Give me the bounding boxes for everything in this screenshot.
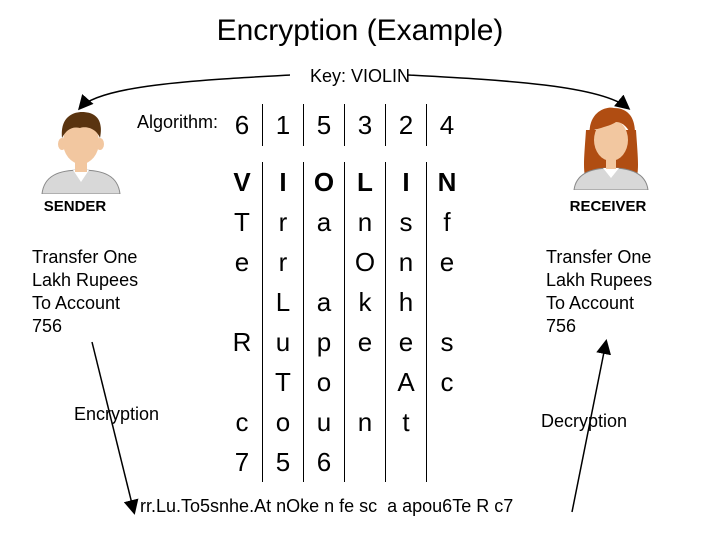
encryption-label: Encryption [74,404,160,424]
grid-cell: o [262,402,304,442]
grid-cell: s [426,322,467,362]
grid-cell: O [344,242,386,282]
decryption-arrow [571,339,612,513]
key-row: V I O L I N [222,162,467,202]
grid-cell: t [385,402,427,442]
grid-cell: T [222,202,263,242]
grid-cell: a [303,202,345,242]
sender-avatar [41,112,121,194]
grid-cell [303,242,345,282]
grid-cell: 5 [262,442,304,482]
grid-row: R u p e e s [222,322,467,362]
grid-row: L a k h [222,282,467,322]
receiver-label: RECEIVER [569,198,647,215]
grid-cell: O [303,162,345,202]
grid-cell: e [385,322,427,362]
grid-row: e r O n e [222,242,467,282]
column-order-row: 6 1 5 3 2 4 [222,104,467,146]
grid-row: T o A c [222,362,467,402]
grid-cell: 7 [222,442,263,482]
grid-cell: V [222,162,263,202]
algorithm-label: Algorithm: [136,112,218,132]
grid-cell [385,442,427,482]
encryption-arrow [91,341,139,515]
grid-cell: u [262,322,304,362]
grid-cell: I [262,162,304,202]
grid-row: c o u n t [222,402,467,442]
order-cell: 1 [262,104,304,146]
grid-cell [426,282,467,322]
grid-cell [344,442,386,482]
order-cell: 3 [344,104,386,146]
grid-cell: r [262,202,304,242]
grid-cell: e [344,322,386,362]
grid-cell: L [344,162,386,202]
order-cell: 4 [426,104,467,146]
grid-cell: n [344,402,386,442]
grid-cell: k [344,282,386,322]
grid-cell: f [426,202,467,242]
sender-label: SENDER [43,198,107,215]
grid-cell: o [303,362,345,402]
grid-cell: 6 [303,442,345,482]
grid-cell: A [385,362,427,402]
grid-cell [222,282,263,322]
grid-cell: s [385,202,427,242]
ciphertext: rr.Lu.To5snhe.At nOke n fe sc a apou6Te … [140,496,514,516]
grid-cell: c [222,402,263,442]
grid-cell: n [385,242,427,282]
grid-cell: R [222,322,263,362]
order-cell: 5 [303,104,345,146]
grid-cell [344,362,386,402]
receiver-avatar [573,107,649,190]
grid-cell: p [303,322,345,362]
transposition-grid: 6 1 5 3 2 4 V I O L I N T r a [222,104,467,482]
grid-cell [426,442,467,482]
key-arrow-to-receiver [407,74,631,110]
grid-cell: u [303,402,345,442]
grid-cell: r [262,242,304,282]
grid-cell [426,402,467,442]
order-cell: 6 [222,104,263,146]
grid-cell: a [303,282,345,322]
grid-spacer [222,146,467,162]
receiver-message: Transfer One Lakh Rupees To Account 756 [546,247,653,336]
grid-cell: N [426,162,467,202]
grid-row: 7 5 6 [222,442,467,482]
sender-message: Transfer One Lakh Rupees To Account 756 [32,247,139,336]
grid-cell: I [385,162,427,202]
diagram-title: Encryption (Example) [216,14,504,47]
key-arrow-to-sender [78,74,291,111]
grid-cell: h [385,282,427,322]
grid-cell [222,362,263,402]
key-label: Key: VIOLIN [309,66,411,86]
grid-cell: L [262,282,304,322]
grid-row: T r a n s f [222,202,467,242]
grid-cell: c [426,362,467,402]
transposition-table: 6 1 5 3 2 4 V I O L I N T r a [222,104,467,482]
decryption-label: Decryption [541,411,628,431]
grid-cell: T [262,362,304,402]
grid-cell: e [222,242,263,282]
grid-cell: e [426,242,467,282]
order-cell: 2 [385,104,427,146]
grid-cell: n [344,202,386,242]
